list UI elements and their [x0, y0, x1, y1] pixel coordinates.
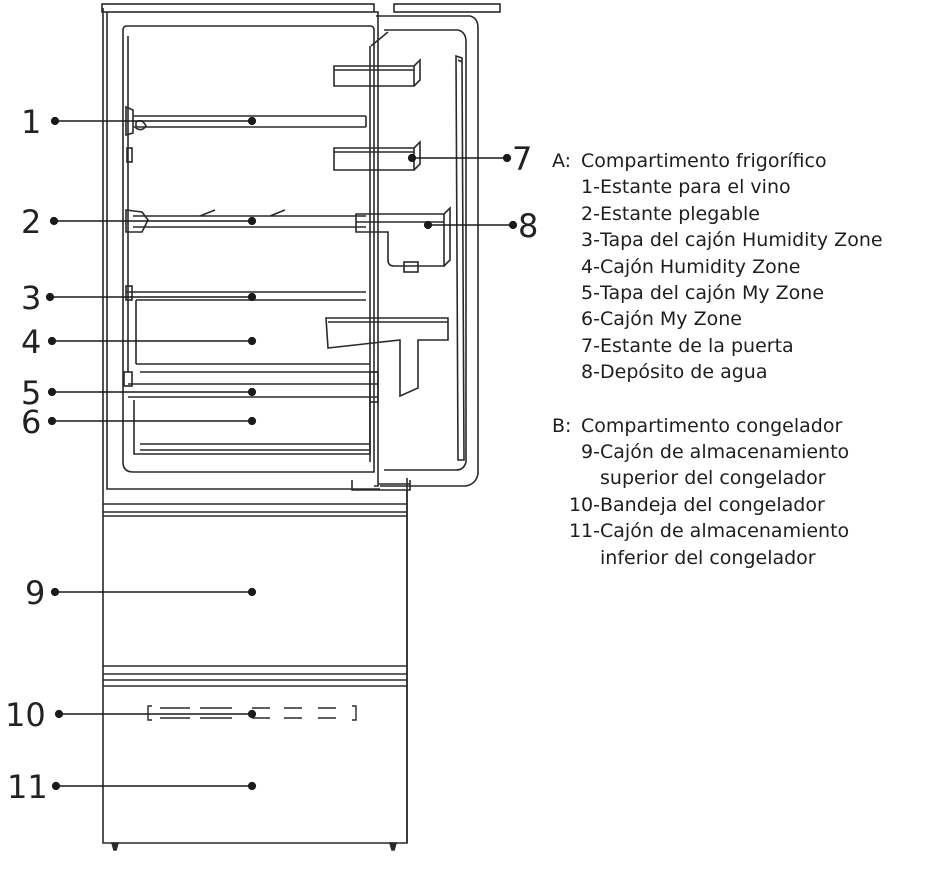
legend-item-label: Estante de la puerta — [600, 334, 794, 357]
legend-section-title: B: Compartimento congelador — [552, 413, 928, 439]
callout-10: 10 — [5, 696, 46, 734]
callout-8: 8 — [518, 207, 538, 245]
legend-item-key: 6- — [581, 308, 600, 331]
legend-item-key: 7- — [581, 334, 600, 357]
legend-item-key: 10- — [568, 493, 600, 516]
legend-item-key: 4- — [581, 255, 600, 278]
fridge-drawing — [101, 3, 501, 851]
legend-item-label: Cajón Humidity Zone — [600, 255, 801, 278]
legend-item: 2- Estante plegable — [552, 201, 928, 227]
legend-item-label: Estante para el vino — [600, 176, 791, 199]
door-bin-middle — [333, 140, 421, 171]
fridge-door — [351, 11, 479, 491]
legend-item-label: Tapa del cajón My Zone — [600, 282, 825, 305]
legend-item: 10- Bandeja del congelador — [552, 492, 928, 518]
legend-item-label: Bandeja del congelador — [600, 493, 825, 516]
callout-labels: 1 2 3 4 5 6 7 8 9 10 11 — [5, 103, 538, 806]
legend-item-continuation: inferior del congelador — [600, 546, 816, 569]
callout-7: 7 — [512, 140, 532, 178]
legend-item: 4- Cajón Humidity Zone — [552, 254, 928, 280]
callout-6: 6 — [21, 403, 41, 441]
legend-item: 7- Estante de la puerta — [552, 333, 928, 359]
callout-2: 2 — [21, 203, 41, 241]
legend-item: 6- Cajón My Zone — [552, 306, 928, 332]
callout-4: 4 — [21, 323, 41, 361]
freezer-bottom-drawer — [103, 673, 407, 687]
top-hinge-right — [393, 3, 501, 13]
leader-4 — [47, 336, 257, 346]
legend-item-key: 1- — [581, 176, 600, 199]
legend-item: 3- Tapa del cajón Humidity Zone — [552, 227, 928, 253]
my-zone-lid — [123, 371, 379, 403]
humidity-drawer — [135, 300, 378, 373]
legend-item-key: 3- — [581, 229, 600, 252]
leader-lines — [45, 116, 518, 791]
leader-9 — [50, 587, 257, 597]
callout-1: 1 — [21, 103, 41, 141]
humidity-lid — [125, 285, 366, 301]
legend-item: 1- Estante para el vino — [552, 174, 928, 200]
leader-8 — [423, 220, 518, 230]
shelf-bracket — [126, 147, 133, 163]
fridge-feet — [110, 842, 398, 851]
leader-1 — [50, 116, 257, 126]
water-tank — [355, 206, 451, 273]
legend-item-key: 9- — [581, 441, 600, 464]
legend-item-label: Estante plegable — [600, 202, 760, 225]
callout-5: 5 — [21, 374, 41, 412]
freezer-tray — [147, 705, 357, 721]
legend-item-key: 5- — [581, 282, 600, 305]
callout-9: 9 — [25, 574, 45, 612]
leader-11 — [51, 781, 257, 791]
legend-item-continuation: superior del congelador — [600, 467, 826, 490]
legend-item-key: 2- — [581, 202, 600, 225]
leader-5 — [47, 387, 257, 397]
legend-item-label: Cajón de almacenamiento — [600, 441, 850, 464]
legend-item: 5- Tapa del cajón My Zone — [552, 280, 928, 306]
leader-7 — [407, 153, 512, 163]
parts-legend: A: Compartimento frigorífico 1- Estante … — [552, 148, 928, 571]
fridge-liner — [122, 25, 375, 473]
legend-section-title: A: Compartimento frigorífico — [552, 148, 928, 174]
leader-3 — [45, 292, 257, 302]
legend-section-key: B: — [552, 414, 572, 437]
legend-item-label: Cajón de almacenamiento — [600, 520, 850, 543]
legend-item: 9- Cajón de almacenamiento — [552, 439, 928, 465]
cabinet-inner-left — [106, 12, 380, 490]
leader-6 — [47, 416, 257, 426]
door-bin-top — [333, 58, 421, 87]
legend-item-key: 11- — [568, 520, 600, 543]
legend-section-label: Compartimento frigorífico — [581, 150, 827, 172]
legend-item-label: Cajón My Zone — [600, 308, 742, 331]
callout-11: 11 — [7, 768, 48, 806]
legend-spacer — [552, 386, 928, 413]
callout-3: 3 — [21, 279, 41, 317]
leader-10 — [54, 709, 257, 719]
legend-item-key: 8- — [581, 361, 600, 384]
legend-section-key: A: — [552, 150, 572, 172]
door-bin-bottom — [325, 317, 449, 398]
legend-item-label: Tapa del cajón Humidity Zone — [600, 229, 883, 252]
leader-2 — [49, 216, 257, 226]
legend-section-label: Compartimento congelador — [581, 414, 843, 437]
freezer-top-drawer — [103, 503, 407, 667]
legend-item-label: Depósito de agua — [600, 361, 768, 384]
folding-shelf — [125, 209, 366, 233]
my-zone-drawer — [133, 400, 371, 455]
legend-item: 8- Depósito de agua — [552, 359, 928, 385]
top-hinge-left — [101, 3, 375, 13]
legend-item: 11- Cajón de almacenamiento — [552, 518, 928, 544]
